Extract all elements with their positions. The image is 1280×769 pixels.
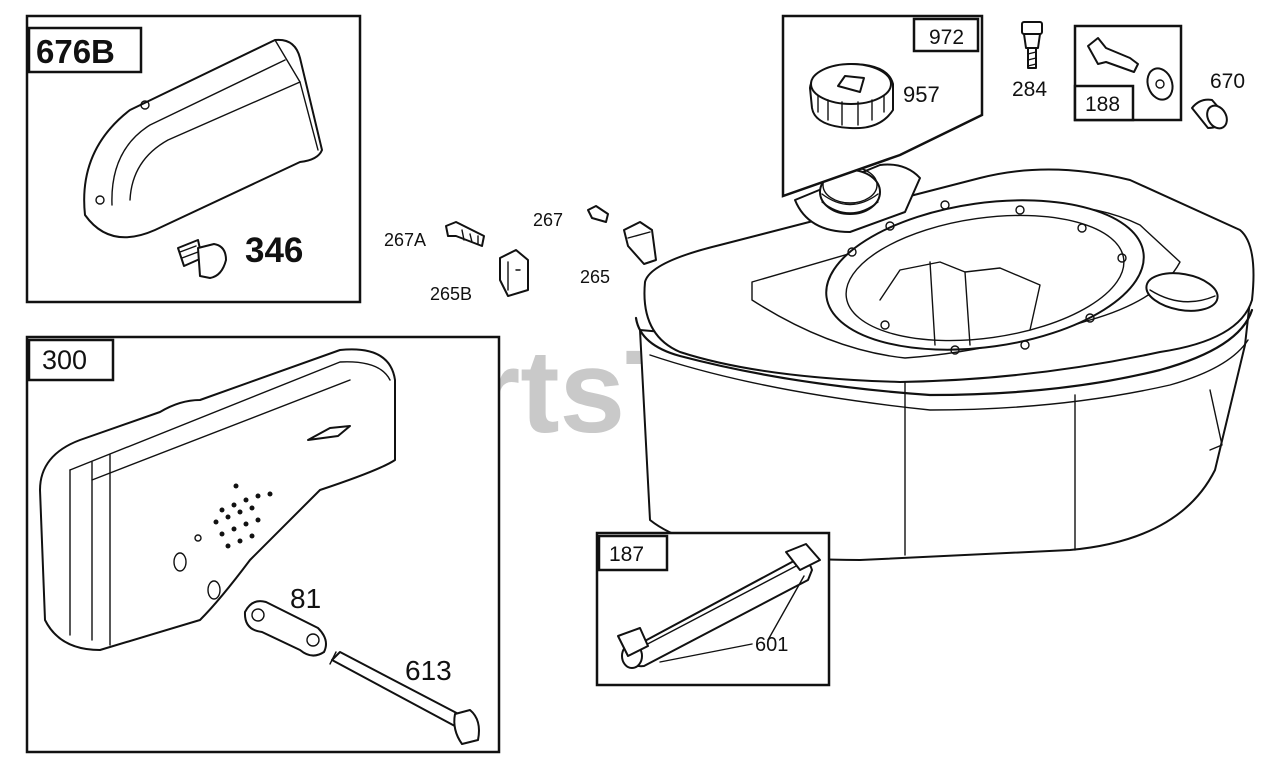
muffler-group-300[interactable]: 300 81 613: [25, 335, 501, 754]
callout-957: 957: [903, 82, 940, 107]
callout-265: 265: [580, 267, 610, 287]
fuel-line-group-187[interactable]: 187 601: [595, 531, 831, 687]
callout-267a: 267A: [384, 230, 426, 250]
plug-670[interactable]: 670: [1191, 70, 1245, 132]
callout-601: 601: [755, 634, 788, 656]
muffler-shield-icon: [83, 38, 323, 239]
callout-267: 267: [533, 210, 563, 230]
callout-972: 972: [929, 26, 964, 49]
callout-613: 613: [405, 655, 452, 686]
muffler-icon: [39, 348, 396, 651]
fitting-group-188[interactable]: 188: [1073, 24, 1183, 122]
callout-188: 188: [1085, 93, 1120, 116]
callout-300: 300: [42, 345, 87, 375]
small-parts[interactable]: 267A 267 265B 265: [384, 205, 657, 304]
callout-346: 346: [245, 231, 303, 270]
callout-670: 670: [1210, 70, 1245, 93]
callout-284: 284: [1012, 78, 1047, 101]
fuel-tank[interactable]: [634, 163, 1255, 561]
callout-265b: 265B: [430, 284, 472, 304]
screw-284[interactable]: 284: [1012, 21, 1047, 101]
shield-group-676b[interactable]: 676B 346: [25, 14, 362, 304]
fuel-cap-group[interactable]: 972 957: [781, 14, 984, 198]
gasket-icon: [243, 600, 327, 657]
callout-187: 187: [609, 543, 644, 566]
callout-81: 81: [290, 583, 321, 614]
callout-676b: 676B: [36, 33, 115, 70]
